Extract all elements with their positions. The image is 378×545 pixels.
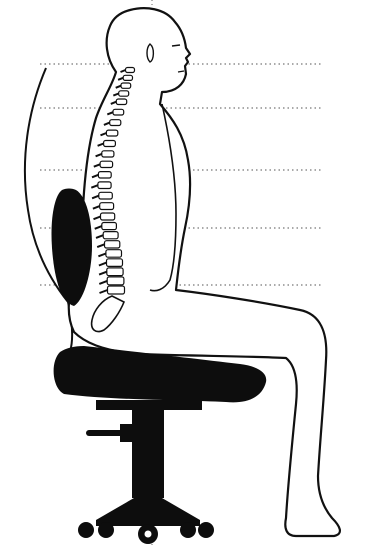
vertebra	[119, 91, 129, 96]
vertebra	[103, 232, 118, 239]
vertebra	[113, 109, 124, 115]
vertebra	[121, 83, 131, 88]
caster-wheel-icon	[98, 522, 114, 538]
vertebra	[106, 250, 122, 258]
vertebra	[107, 259, 123, 267]
vertebra	[98, 182, 111, 189]
vertebra	[123, 75, 132, 80]
chair-base-icon	[96, 498, 200, 526]
caster-wheel-icon	[78, 522, 94, 538]
caster-hub	[145, 531, 152, 538]
vertebra	[107, 277, 124, 285]
vertebra	[98, 172, 111, 178]
vertebra	[104, 141, 116, 147]
vertebra	[105, 241, 120, 248]
vertebra	[100, 203, 114, 210]
vertebra	[126, 68, 135, 73]
vertebra	[102, 223, 117, 230]
vertebra	[102, 151, 114, 157]
vertebra	[108, 286, 125, 294]
vertebra	[99, 192, 113, 199]
eye	[172, 45, 180, 46]
gas-column	[132, 410, 164, 498]
lever-mount	[120, 424, 134, 442]
vertebra	[101, 213, 115, 220]
vertebra	[116, 99, 126, 105]
caster-wheel-icon	[198, 522, 214, 538]
vertebra	[100, 161, 113, 167]
vertebra	[106, 130, 117, 136]
seat-plate	[96, 400, 202, 410]
caster-wheel-icon	[180, 522, 196, 538]
vertebra	[110, 120, 121, 126]
vertebra	[107, 268, 123, 276]
